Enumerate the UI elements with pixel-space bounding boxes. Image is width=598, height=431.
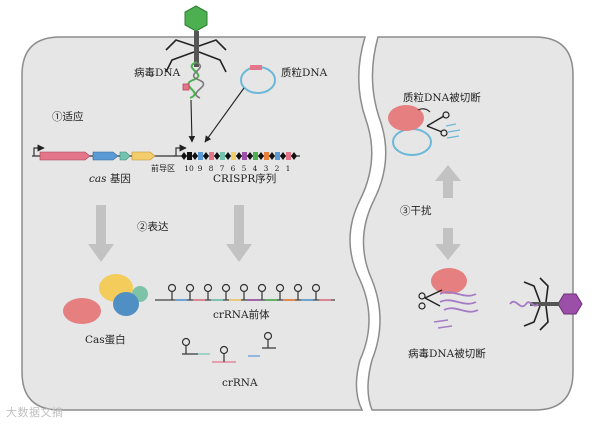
hairpin-loop: [185, 283, 195, 293]
plasmid-top: [240, 65, 276, 94]
arrow-down-right: [226, 205, 252, 262]
pre-crrna: [155, 283, 335, 301]
hairpin-loop: [293, 283, 303, 293]
phage-top: [165, 5, 227, 99]
viral-cleaved-complex: [418, 268, 479, 329]
crispr-spacer: [242, 152, 247, 160]
hairpin-loop: [203, 283, 213, 293]
cas-protein-complex: [63, 274, 148, 324]
hairpin-loop: [311, 283, 321, 293]
crispr-repeat: [225, 152, 231, 160]
arrow-viral-to-array: [188, 99, 196, 143]
crispr-spacer: [209, 152, 214, 160]
spacer-number: 10: [184, 164, 194, 173]
crispr-array: [174, 144, 300, 160]
crispr-repeat: [280, 152, 286, 160]
viral-cut-label: 病毒DNA被切断: [408, 347, 486, 360]
crispr-repeat: [214, 152, 220, 160]
expression-arrows: [88, 205, 252, 262]
hairpin-loop: [257, 283, 267, 293]
viral-dna-strand: [187, 61, 200, 99]
spacer-number: 3: [264, 164, 269, 173]
crrna-label: crRNA: [222, 377, 258, 389]
crispr-array-label: CRISPR序列: [213, 172, 276, 185]
plasmid-cut-label: 质粒DNA被切断: [403, 91, 481, 104]
cas-gene-locus: [32, 144, 175, 161]
step-expression: ②表达: [137, 220, 169, 233]
spacer-number: 6: [231, 164, 236, 173]
cas-gene-label: cas 基因: [89, 172, 131, 185]
crispr-repeat: [236, 152, 242, 160]
phage-right: [509, 277, 583, 331]
crispr-spacer: [275, 152, 280, 160]
spacer-number: 9: [198, 164, 203, 173]
spacer-number: 4: [253, 164, 258, 173]
arrow-down-left: [88, 205, 114, 262]
crispr-repeat: [291, 152, 297, 160]
leader-label: 前导区: [151, 163, 175, 173]
hairpin-loop: [275, 283, 285, 293]
spacer-number: 7: [220, 164, 225, 173]
step-interference: ③干扰: [400, 204, 432, 217]
crispr-repeat: [203, 152, 209, 160]
plasmid-dna-label: 质粒DNA: [281, 66, 328, 79]
scissors-icon: [426, 115, 445, 133]
crispr-spacer: [220, 152, 225, 160]
crispr-repeat: [258, 152, 264, 160]
arrow-plasmid-to-array: [204, 87, 245, 143]
crispr-repeat: [269, 152, 275, 160]
cas-protein-label: Cas蛋白: [85, 333, 126, 346]
spacer-number: 1: [286, 164, 291, 173]
hairpin-loop: [239, 283, 249, 293]
hairpin-loop: [167, 283, 177, 293]
spacer-number: 5: [242, 164, 247, 173]
crispr-spacer: [231, 152, 236, 160]
crispr-spacer: [187, 152, 192, 160]
crispr-spacer: [264, 152, 269, 160]
pre-crrna-label: crRNA前体: [213, 308, 270, 321]
crrna-fragments: [181, 331, 276, 363]
spacer-number: 8: [209, 164, 214, 173]
crispr-repeat: [247, 152, 253, 160]
crispr-spacer: [286, 152, 291, 160]
plasmid-cleaved-complex: [388, 105, 461, 156]
scissors-icon-2: [424, 289, 443, 307]
spacer-number: 2: [275, 164, 280, 173]
viral-dna-label: 病毒DNA: [134, 66, 181, 79]
crispr-repeat: [192, 152, 198, 160]
watermark-text: 大数据文摘: [6, 406, 64, 419]
crispr-spacer: [198, 152, 203, 160]
interference-arrow: [435, 165, 461, 260]
crispr-repeat: [181, 152, 187, 160]
cell-left: [21, 36, 373, 411]
crispr-spacer: [253, 152, 258, 160]
phage-head-icon: [184, 5, 208, 32]
hairpin-loop: [221, 283, 231, 293]
step-adaptation: ①适应: [52, 110, 84, 123]
